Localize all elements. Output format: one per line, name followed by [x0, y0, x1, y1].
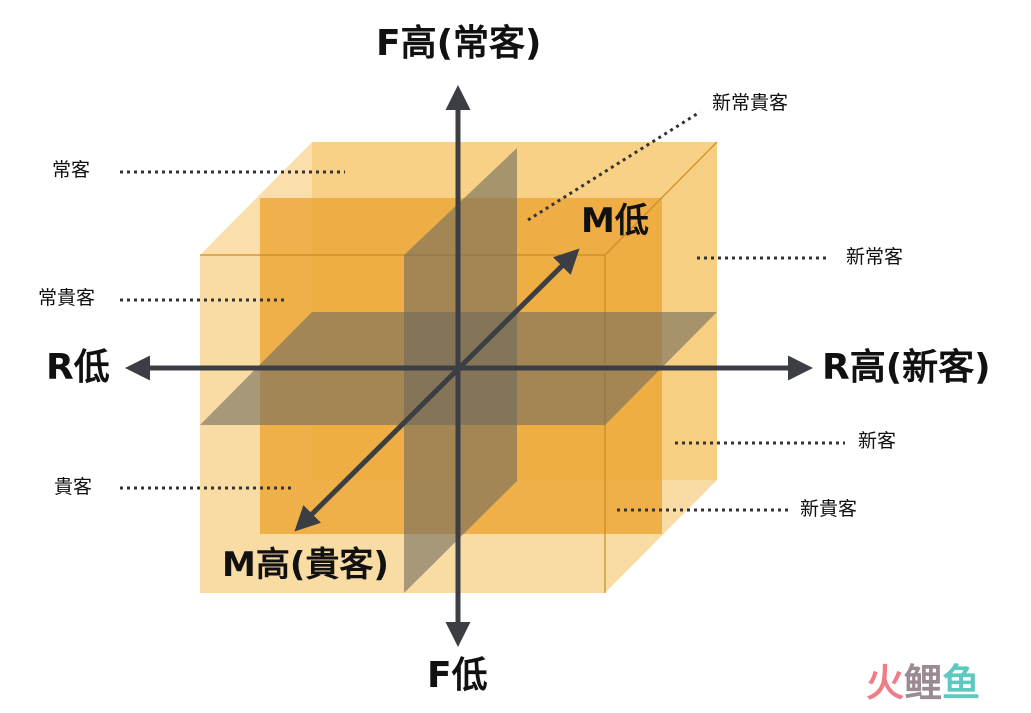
segment-label-new-regular-vip: 新常貴客 — [712, 92, 789, 114]
segment-label-vip: 貴客 — [54, 476, 93, 498]
axis-label-m-low: M低 — [581, 201, 649, 241]
segment-label-new-regular: 新常客 — [846, 246, 904, 268]
axis-label-r-high: R高(新客) — [822, 347, 991, 388]
m-axis — [294, 248, 580, 532]
watermark-char-1: 火 — [866, 661, 905, 705]
axis-label-r-low: R低 — [46, 347, 110, 388]
segment-label-new-vip: 新貴客 — [800, 498, 858, 520]
segment-label-regular-vip: 常貴客 — [38, 287, 96, 309]
segment-label-new: 新客 — [858, 430, 897, 452]
axis-label-f-high: F高(常客) — [376, 23, 542, 64]
axis-label-m-high: M高(貴客) — [222, 545, 389, 585]
watermark-logo: 火鲤鱼 — [866, 664, 980, 702]
leader-lines — [120, 110, 845, 512]
axis-label-f-low: F低 — [427, 655, 488, 696]
watermark-char-3: 鱼 — [942, 661, 981, 705]
segment-label-regular: 常客 — [52, 159, 91, 181]
watermark-char-2: 鲤 — [904, 661, 943, 705]
